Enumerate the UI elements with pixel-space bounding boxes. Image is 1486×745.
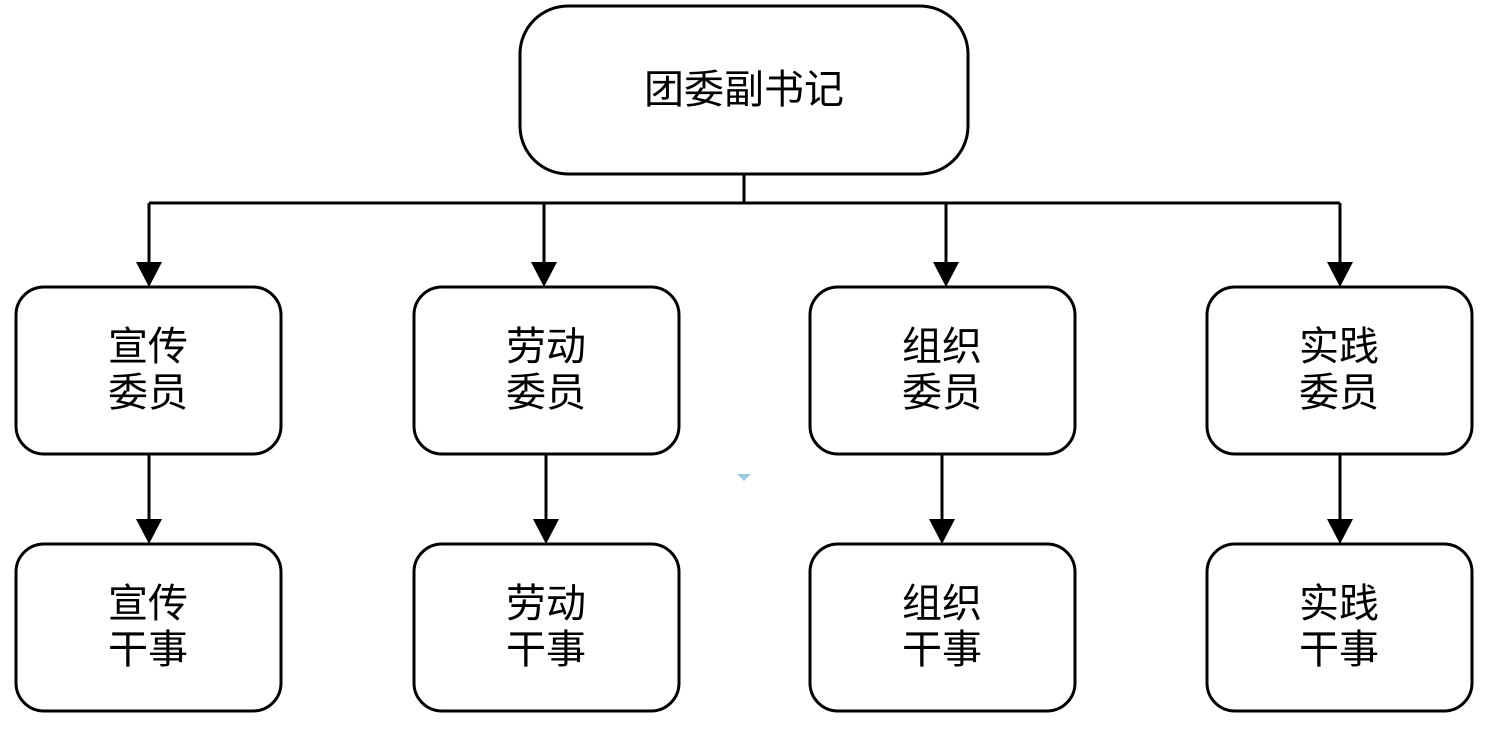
staff-node-line1: 实践 <box>1299 581 1379 627</box>
staff-node-box <box>1205 542 1474 713</box>
committee-node-box <box>1205 285 1474 456</box>
arrowhead-2 <box>531 262 557 287</box>
staff-node-line2: 干事 <box>1299 627 1379 673</box>
staff-node-box <box>14 542 283 713</box>
staff-arrowhead-3 <box>929 519 955 544</box>
committee-node-line2: 委员 <box>506 370 586 416</box>
staff-node-line2: 干事 <box>506 627 586 673</box>
staff-node-line1: 组织 <box>902 581 982 627</box>
root-node-label: 团委副书记 <box>644 67 844 113</box>
committee-node: 宣传 委员 <box>14 285 283 456</box>
committee-node: 实践 委员 <box>1205 285 1474 456</box>
committee-node-line2: 委员 <box>108 370 188 416</box>
staff-node: 实践 干事 <box>1205 542 1474 713</box>
staff-node-box <box>412 542 681 713</box>
committee-node-line1: 劳动 <box>506 324 586 370</box>
connectors <box>136 174 1353 544</box>
committee-node-line2: 委员 <box>902 370 982 416</box>
committee-node-box <box>14 285 283 456</box>
arrowhead-4 <box>1327 262 1353 287</box>
committee-node-line2: 委员 <box>1299 370 1379 416</box>
staff-node: 劳动 干事 <box>412 542 681 713</box>
staff-node-line2: 干事 <box>902 627 982 673</box>
arrowhead-3 <box>933 262 959 287</box>
committee-node: 组织 委员 <box>808 285 1077 456</box>
committee-node-line1: 组织 <box>902 324 982 370</box>
staff-node-line1: 宣传 <box>108 581 188 627</box>
root-node-box <box>518 4 970 176</box>
root-node: 团委副书记 <box>518 4 970 176</box>
staff-node: 宣传 干事 <box>14 542 283 713</box>
staff-arrowhead-2 <box>533 519 559 544</box>
staff-arrowhead-1 <box>136 519 162 544</box>
committee-node-line1: 宣传 <box>108 324 188 370</box>
committee-node-box <box>808 285 1077 456</box>
center-marker-icon <box>737 474 751 481</box>
staff-node-box <box>808 542 1077 713</box>
committee-node-line1: 实践 <box>1299 324 1379 370</box>
staff-node-line1: 劳动 <box>506 581 586 627</box>
staff-node: 组织 干事 <box>808 542 1077 713</box>
staff-node-line2: 干事 <box>108 627 188 673</box>
committee-node: 劳动 委员 <box>412 285 681 456</box>
arrowhead-1 <box>136 262 162 287</box>
staff-arrowhead-4 <box>1327 519 1353 544</box>
committee-node-box <box>412 285 681 456</box>
